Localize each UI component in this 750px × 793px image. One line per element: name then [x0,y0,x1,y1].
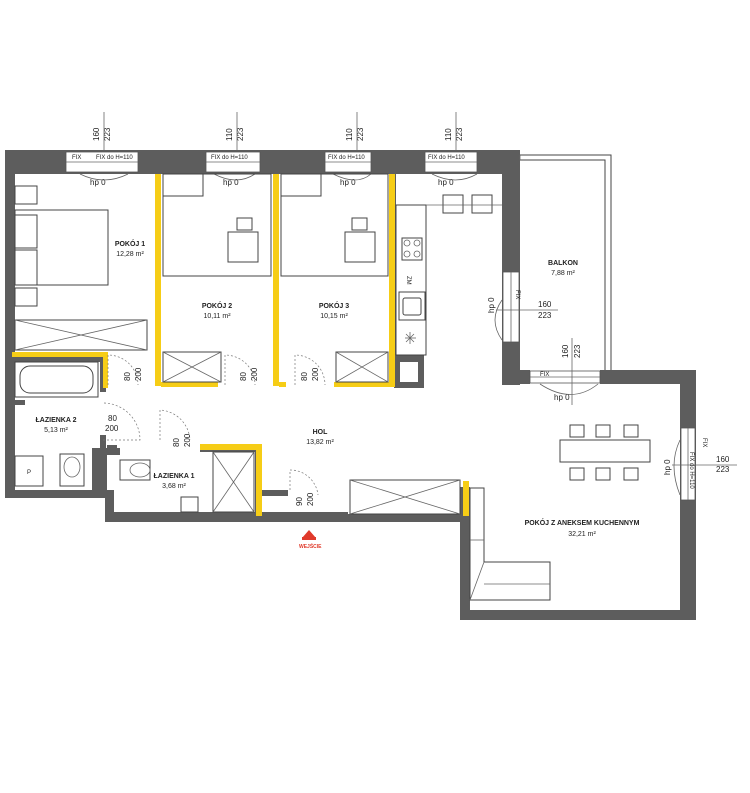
window-fix-label: FIX do H=110 [96,155,133,161]
room-name: POKÓJ 2 [202,301,232,310]
window-height-label: 223 [455,127,464,141]
sill-height-label: hp 0 [487,297,496,313]
door-labels: 80 200 80 200 80 200 80 200 80 200 90 20… [105,367,320,506]
sill-height-label: hp 0 [438,178,454,187]
window-fix-label: FIX [72,155,81,161]
window-fix-label: FIX [514,290,520,299]
entrance-label: WEJŚCIE [299,543,322,550]
door-width-label: 80 [239,372,248,381]
door-width-label: 90 [295,497,304,506]
room-area: 5,13 m² [44,427,68,434]
sill-height-label: hp 0 [90,178,106,187]
door-width-label: 80 [108,414,117,423]
door-height-label: 200 [250,367,259,381]
door-height-label: 200 [306,492,315,506]
window-height-label: 110 [345,128,354,141]
furniture [14,173,651,601]
sill-height-label: hp 0 [340,178,356,187]
window-height-label: 160 [538,300,552,309]
room-name: POKÓJ Z ANEKSEM KUCHENNYM [525,518,640,527]
door-height-label: 200 [134,367,143,381]
window-fix-label: FIX do H=110 [328,155,365,161]
window-height-label: 223 [236,127,245,141]
room-name: POKÓJ 1 [115,239,145,248]
windows [65,151,696,501]
room-name: HOL [313,429,329,436]
window-height-label: 223 [573,344,582,358]
room-area: 32,21 m² [568,531,596,538]
doors [102,354,326,496]
room-name: ŁAZIENKA 2 [36,417,77,424]
window-height-label: 223 [538,311,552,320]
entrance-arrow-icon [302,530,316,538]
room-name: POKÓJ 3 [319,301,349,310]
window-fix-label: FIX do H=110 [211,155,248,161]
door-height-label: 200 [105,424,119,433]
window-height-label: 223 [103,127,112,141]
window-height-label: 160 [561,344,570,358]
window-height-label: 223 [716,465,730,474]
entrance-marker: WEJŚCIE [299,530,322,550]
door-height-label: 200 [311,367,320,381]
door-width-label: 80 [123,372,132,381]
sill-height-label: hp 0 [663,459,672,475]
room-name: ŁAZIENKA 1 [154,473,195,480]
window-height-label: 110 [225,128,234,141]
balcony [519,154,612,370]
new-partitions [12,174,469,516]
room-labels: POKÓJ 1 12,28 m² POKÓJ 2 10,11 m² POKÓJ … [36,239,640,538]
sill-height-label: hp 0 [223,178,239,187]
window-height-label: 223 [356,127,365,141]
room-area: 10,15 m² [320,313,348,320]
window-fix-label: FIX do H=110 [688,452,694,489]
door-width-label: 80 [300,372,309,381]
fridge-label: ZM [405,276,411,285]
door-width-label: 80 [172,438,181,447]
room-name: BALKON [548,260,578,267]
window-fix-label: FIX [701,438,707,447]
window-height-label: 160 [716,455,730,464]
sill-height-label: hp 0 [554,393,570,402]
window-labels: FIX FIX do H=110 FIX do H=110 FIX do H=1… [72,112,737,496]
room-area: 7,88 m² [551,270,575,277]
window-height-label: 160 [92,127,101,141]
door-height-label: 200 [183,433,192,447]
room-area: 12,28 m² [116,251,144,258]
boiler-label: P [27,470,31,476]
window-fix-label: FIX do H=110 [428,155,465,161]
room-area: 3,68 m² [162,483,186,490]
window-fix-label: FIX [540,372,549,378]
window-height-label: 110 [444,128,453,141]
room-area: 10,11 m² [203,313,231,320]
room-area: 13,82 m² [306,439,334,446]
